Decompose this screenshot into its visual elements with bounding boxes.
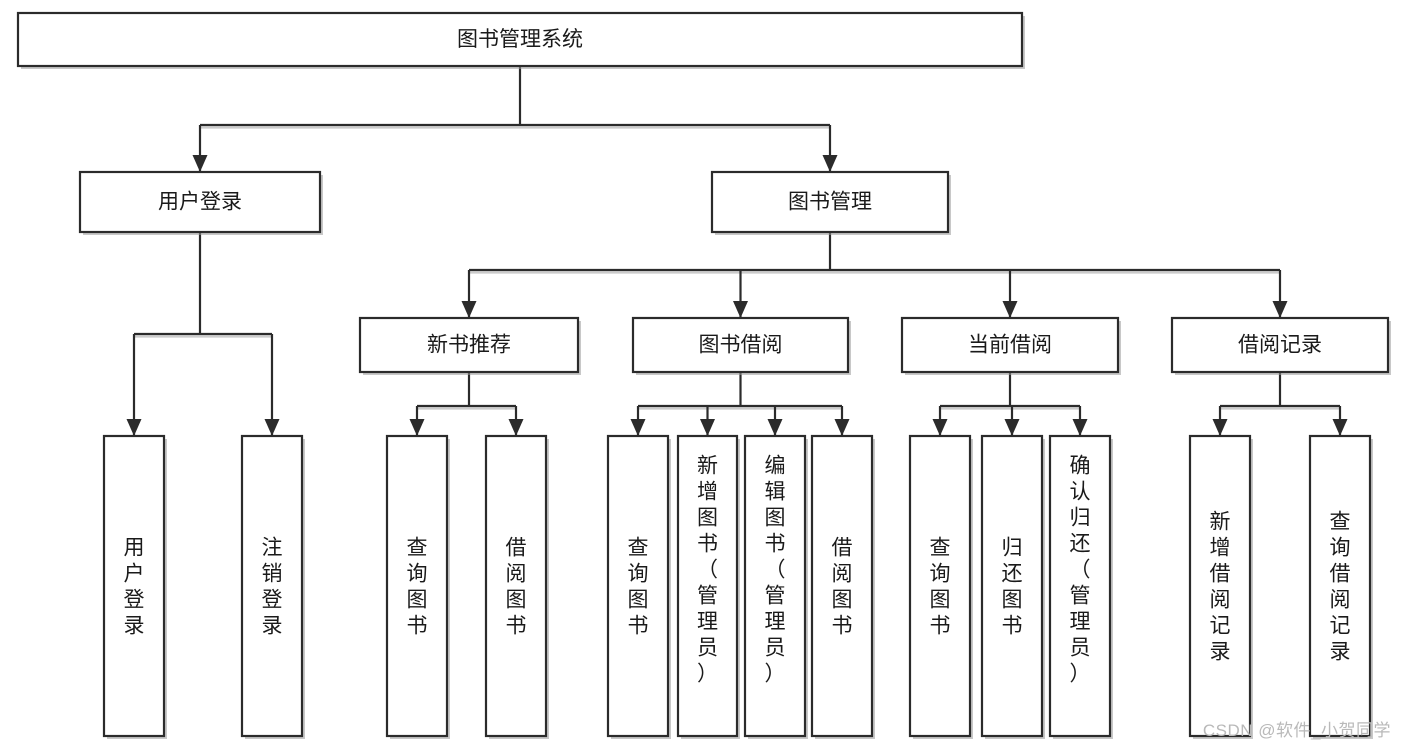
arrow-head-icon: [1332, 419, 1348, 436]
node-level2-1[interactable]: 图书借阅: [631, 316, 851, 375]
node-leaf-7[interactable]: 借阅图书: [810, 434, 875, 739]
node-label: 当前借阅: [968, 334, 1052, 357]
node-leaf-9[interactable]: 归还图书: [980, 434, 1045, 739]
arrow-head-icon: [932, 419, 948, 436]
node-label: 新增图书（管理员）: [697, 454, 718, 685]
node-label: 图书管理系统: [457, 28, 583, 51]
node-leaf-2[interactable]: 查询图书: [385, 434, 450, 739]
node-level2-0[interactable]: 新书推荐: [358, 316, 581, 375]
node-label: 查询借阅记录: [1330, 510, 1351, 663]
watermark-label: CSDN @软件_小贺同学: [1202, 721, 1391, 740]
node-label: 查询图书: [930, 536, 951, 637]
arrow-head-icon: [1272, 301, 1288, 318]
arrow-head-icon: [508, 419, 524, 436]
arrow-head-icon: [409, 419, 425, 436]
node-label: 借阅记录: [1238, 334, 1322, 357]
node-label: 新增借阅记录: [1210, 510, 1231, 663]
node-leaf-12[interactable]: 查询借阅记录: [1308, 434, 1373, 739]
arrow-head-icon: [1072, 419, 1088, 436]
arrow-head-icon: [192, 155, 208, 172]
arrow-head-icon: [1002, 301, 1018, 318]
node-label: 用户登录: [124, 536, 145, 637]
node-label: 编辑图书（管理员）: [765, 454, 786, 685]
arrow-head-icon: [733, 301, 748, 318]
node-label: 用户登录: [158, 191, 242, 214]
node-leaf-3[interactable]: 借阅图书: [484, 434, 549, 739]
node-level2-2[interactable]: 当前借阅: [900, 316, 1121, 375]
node-level1-0[interactable]: 用户登录: [78, 170, 323, 235]
arrow-head-icon: [822, 155, 838, 172]
node-leaf-11[interactable]: 新增借阅记录: [1188, 434, 1253, 739]
arrow-head-icon: [264, 419, 280, 436]
node-leaf-5[interactable]: 新增图书（管理员）: [676, 434, 740, 739]
node-label: 归还图书: [1002, 536, 1023, 637]
node-leaf-4[interactable]: 查询图书: [606, 434, 671, 739]
node-label: 借阅图书: [832, 536, 853, 637]
node-label: 确认归还（管理员）: [1070, 454, 1091, 685]
arrow-head-icon: [767, 419, 783, 436]
node-leaf-1[interactable]: 注销登录: [240, 434, 305, 739]
nodes-layer: 图书管理系统用户登录图书管理新书推荐图书借阅当前借阅借阅记录用户登录注销登录查询…: [16, 11, 1391, 739]
arrow-head-icon: [126, 419, 142, 436]
node-leaf-8[interactable]: 查询图书: [908, 434, 973, 739]
arrow-head-icon: [630, 419, 646, 436]
node-label: 图书管理: [788, 191, 872, 214]
arrow-head-icon: [1004, 419, 1020, 436]
node-label: 注销登录: [262, 536, 283, 637]
connectors-layer: [126, 66, 1348, 436]
node-level2-3[interactable]: 借阅记录: [1170, 316, 1391, 375]
node-level1-1[interactable]: 图书管理: [710, 170, 951, 235]
arrow-head-icon: [1212, 419, 1228, 436]
node-leaf-0[interactable]: 用户登录: [102, 434, 167, 739]
node-leaf-10[interactable]: 确认归还（管理员）: [1048, 434, 1113, 739]
arrow-head-icon: [834, 419, 850, 436]
node-label: 查询图书: [407, 536, 428, 637]
node-label: 借阅图书: [506, 536, 527, 637]
node-label: 查询图书: [628, 536, 649, 637]
node-label: 图书借阅: [699, 334, 783, 357]
node-root-图书管理系统[interactable]: 图书管理系统: [16, 11, 1025, 69]
arrow-head-icon: [700, 419, 715, 436]
node-label: 新书推荐: [427, 334, 511, 357]
arrow-head-icon: [461, 301, 477, 318]
node-leaf-6[interactable]: 编辑图书（管理员）: [743, 434, 808, 739]
